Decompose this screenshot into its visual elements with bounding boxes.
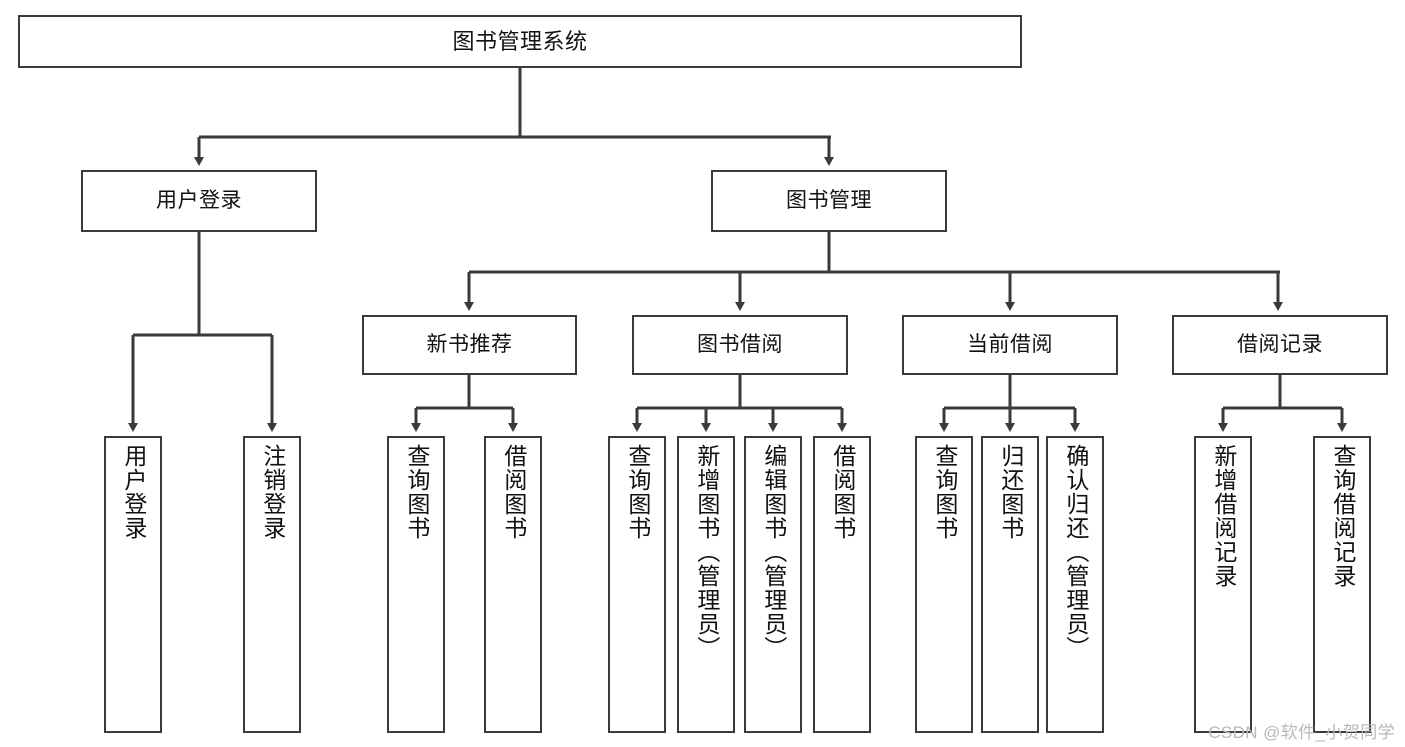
node-user-login[interactable]: 用户登录 — [81, 170, 317, 232]
node-current-borrow[interactable]: 当前借阅 — [902, 315, 1118, 375]
node-book-borrow-label: 图书借阅 — [697, 332, 783, 356]
node-leaf-logout-label: 注销登录 — [259, 444, 286, 540]
node-current-borrow-label: 当前借阅 — [967, 332, 1053, 356]
node-leaf-add-record[interactable]: 新增借阅记录 — [1194, 436, 1252, 733]
node-leaf-query-book-3-label: 查询图书 — [931, 444, 958, 540]
node-leaf-return-book-label: 归还图书 — [997, 444, 1024, 540]
node-leaf-query-book-2[interactable]: 查询图书 — [608, 436, 666, 733]
node-new-book-rec[interactable]: 新书推荐 — [362, 315, 577, 375]
node-leaf-add-record-label: 新增借阅记录 — [1210, 444, 1237, 588]
node-leaf-borrow-book-1-label: 借阅图书 — [500, 444, 527, 540]
node-leaf-query-book-1-label: 查询图书 — [403, 444, 430, 540]
node-leaf-user-login-label: 用户登录 — [120, 444, 147, 540]
node-leaf-query-book-3[interactable]: 查询图书 — [915, 436, 973, 733]
node-leaf-borrow-book-2-label: 借阅图书 — [829, 444, 856, 540]
node-book-manage-label: 图书管理 — [786, 188, 872, 212]
node-leaf-edit-book[interactable]: 编辑图书（管理员） — [744, 436, 802, 733]
node-new-book-rec-label: 新书推荐 — [426, 332, 513, 356]
node-leaf-query-record[interactable]: 查询借阅记录 — [1313, 436, 1371, 733]
node-leaf-logout[interactable]: 注销登录 — [243, 436, 301, 733]
node-book-manage[interactable]: 图书管理 — [711, 170, 947, 232]
node-leaf-borrow-book-2[interactable]: 借阅图书 — [813, 436, 871, 733]
node-leaf-add-book[interactable]: 新增图书（管理员） — [677, 436, 735, 733]
node-leaf-query-record-label: 查询借阅记录 — [1329, 444, 1356, 588]
node-leaf-confirm-return[interactable]: 确认归还（管理员） — [1046, 436, 1104, 733]
node-root-label: 图书管理系统 — [452, 28, 588, 54]
node-book-borrow[interactable]: 图书借阅 — [632, 315, 848, 375]
node-leaf-edit-book-label: 编辑图书（管理员） — [760, 444, 787, 660]
node-leaf-query-book-2-label: 查询图书 — [624, 444, 651, 540]
node-user-login-label: 用户登录 — [156, 188, 242, 212]
node-leaf-confirm-return-label: 确认归还（管理员） — [1062, 444, 1089, 660]
node-leaf-add-book-label: 新增图书（管理员） — [693, 444, 720, 660]
node-leaf-query-book-1[interactable]: 查询图书 — [387, 436, 445, 733]
node-leaf-user-login[interactable]: 用户登录 — [104, 436, 162, 733]
node-root[interactable]: 图书管理系统 — [18, 15, 1022, 68]
watermark-text: CSDN @软件_小贺同学 — [1208, 723, 1395, 742]
node-leaf-return-book[interactable]: 归还图书 — [981, 436, 1039, 733]
node-leaf-borrow-book-1[interactable]: 借阅图书 — [484, 436, 542, 733]
node-borrow-record-label: 借阅记录 — [1237, 332, 1323, 356]
node-borrow-record[interactable]: 借阅记录 — [1172, 315, 1388, 375]
